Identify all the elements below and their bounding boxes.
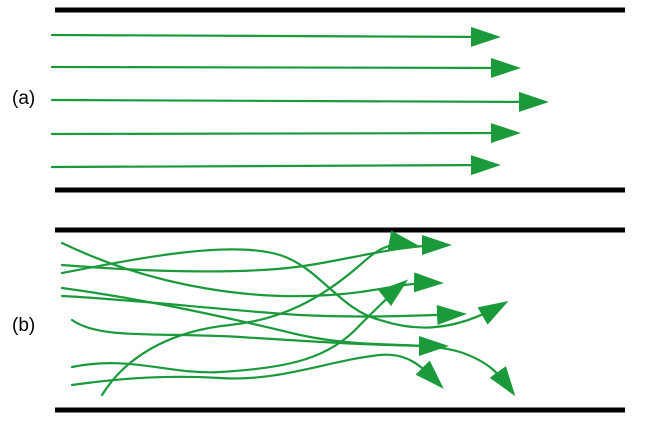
turbulent-streamline-2 — [60, 248, 509, 329]
laminar-streamline-5 — [50, 155, 501, 176]
turbulent-streamline-9 — [60, 286, 516, 397]
laminar-streamline-2 — [50, 57, 521, 78]
laminar-streamline-1 — [50, 26, 501, 47]
turbulent-streamline-7 — [70, 279, 409, 374]
panel-label-b: (b) — [12, 315, 36, 336]
turbulent-streamline-6 — [100, 230, 419, 397]
turbulent-streamline-8 — [70, 353, 444, 389]
panel-a-laminar — [50, 7, 625, 193]
laminar-streamline-4 — [50, 123, 521, 144]
laminar-streamline-3 — [50, 91, 549, 112]
panel-label-a: (a) — [12, 88, 36, 109]
panel-b-turbulent — [55, 227, 625, 413]
turbulent-streamline-5 — [70, 318, 449, 356]
turbulent-streamline-4 — [60, 294, 467, 325]
